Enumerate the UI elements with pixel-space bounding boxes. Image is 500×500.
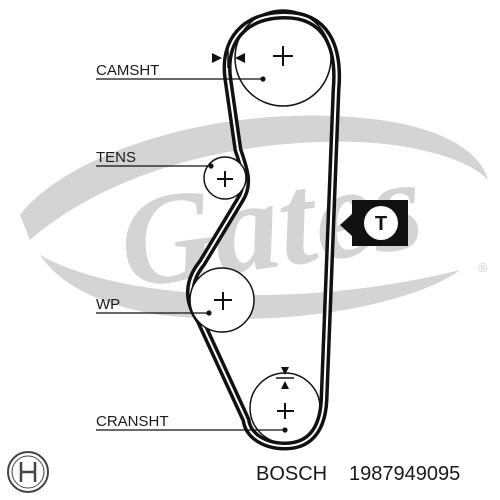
triangle-arrow-icon: [276, 367, 294, 389]
plus-icon: [273, 46, 293, 66]
crankshaft-label: CRANSHT: [96, 413, 169, 430]
plus-icon: [217, 171, 233, 187]
water-pump-label: WP: [96, 296, 120, 313]
camshaft-pulley: [212, 9, 332, 107]
gates-watermark: Gates ®: [20, 115, 488, 319]
tensioner-symbol: T: [375, 213, 387, 235]
tensioner-pulley: [203, 156, 247, 200]
plus-icon: [277, 403, 294, 419]
tensioner-label: TENS: [96, 149, 136, 166]
part-number: 1987949095: [349, 463, 460, 485]
bosch-armature-icon: [7, 451, 49, 493]
crankshaft-pulley: [249, 367, 321, 444]
watermark-swoosh-lower: [40, 255, 460, 319]
registered-mark: ®: [478, 260, 488, 275]
watermark-swoosh: [20, 115, 488, 240]
plus-icon: [214, 292, 232, 310]
leader-lines: [96, 76, 288, 433]
brand-name: BOSCH: [256, 463, 327, 485]
triangle-arrow-icon: [212, 48, 245, 68]
water-pump-pulley: [189, 267, 255, 333]
camshaft-label: CAMSHT: [96, 62, 159, 79]
t-in-circle-icon: T: [340, 200, 408, 246]
